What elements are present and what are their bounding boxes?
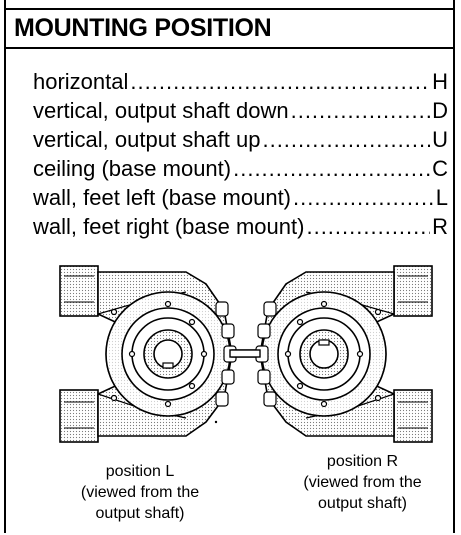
position-code: H bbox=[432, 69, 448, 94]
stray-mark bbox=[214, 420, 218, 424]
caption-line: output shaft) bbox=[318, 495, 407, 512]
caption-line: (viewed from the bbox=[80, 484, 200, 501]
position-code: R bbox=[432, 214, 448, 239]
leader-dots bbox=[291, 96, 431, 125]
caption-line: position R bbox=[326, 453, 399, 470]
list-item: wall, feet right (base mount) R bbox=[33, 212, 448, 241]
position-label: horizontal bbox=[33, 69, 129, 94]
position-label: ceiling (base mount) bbox=[33, 156, 232, 181]
list-item: ceiling (base mount) C bbox=[33, 154, 448, 183]
position-code: C bbox=[432, 156, 448, 181]
gearbox-right-illustration bbox=[229, 265, 433, 443]
leader-dots bbox=[130, 67, 430, 96]
position-label: vertical, output shaft up bbox=[33, 127, 261, 152]
leader-dots bbox=[306, 212, 430, 241]
list-item: vertical, output shaft down D bbox=[33, 96, 448, 125]
position-label: vertical, output shaft down bbox=[33, 98, 289, 123]
position-code: D bbox=[432, 98, 448, 123]
caption-line: position L bbox=[105, 463, 175, 480]
section-header: MOUNTING POSITION bbox=[4, 8, 455, 49]
document-frame bbox=[4, 0, 455, 533]
position-code: L bbox=[435, 185, 448, 210]
list-item: horizontal H bbox=[33, 67, 448, 96]
leader-dots bbox=[262, 125, 430, 154]
list-item: vertical, output shaft up U bbox=[33, 125, 448, 154]
leader-dots bbox=[233, 154, 430, 183]
position-list: horizontal H vertical, output shaft down… bbox=[33, 67, 448, 241]
caption-position-l: position L (viewed from the output shaft… bbox=[45, 461, 235, 524]
position-label: wall, feet left (base mount) bbox=[33, 185, 292, 210]
gearbox-left-illustration bbox=[59, 265, 263, 443]
gearbox-drawings bbox=[59, 265, 433, 443]
caption-line: output shaft) bbox=[95, 505, 185, 522]
leader-dots bbox=[293, 183, 434, 212]
position-code: U bbox=[432, 127, 448, 152]
section-title: MOUNTING POSITION bbox=[14, 14, 272, 42]
position-label: wall, feet right (base mount) bbox=[33, 214, 305, 239]
caption-line: (viewed from the bbox=[303, 474, 422, 491]
caption-position-r: position R (viewed from the output shaft… bbox=[265, 451, 460, 514]
list-item: wall, feet left (base mount) L bbox=[33, 183, 448, 212]
